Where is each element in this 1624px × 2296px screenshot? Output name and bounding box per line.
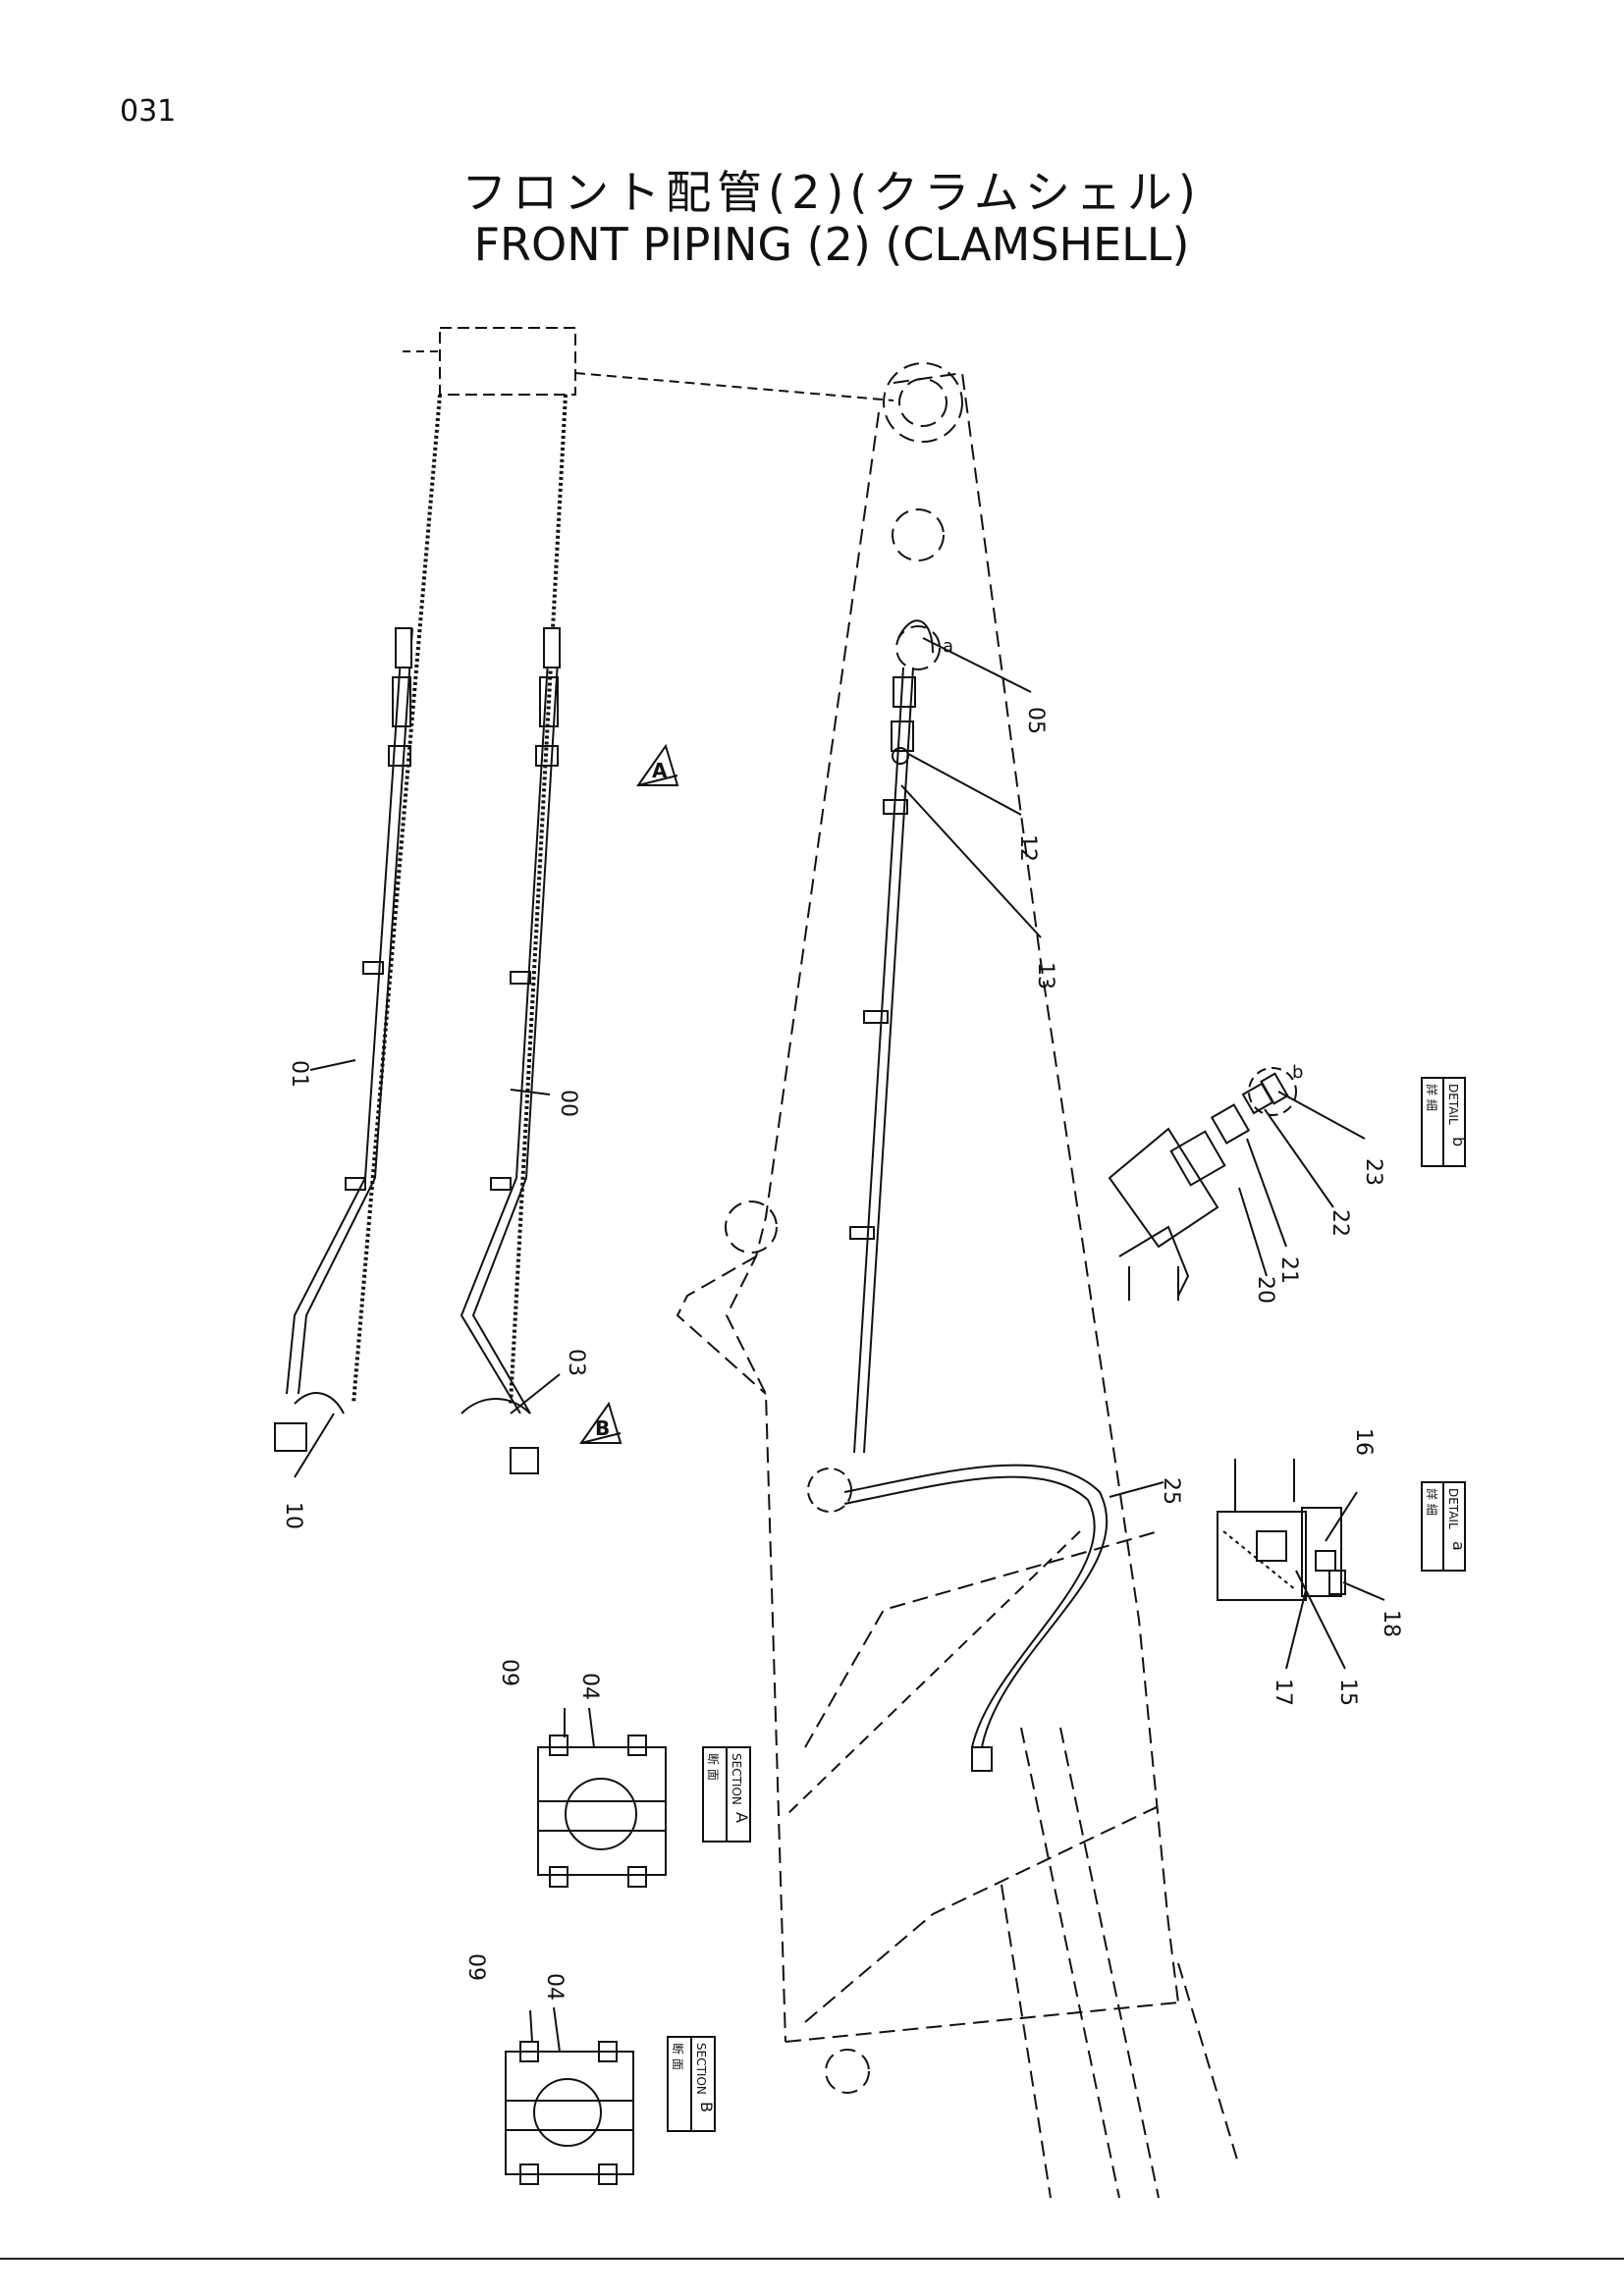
view-marker-b-letter: B <box>595 1416 610 1440</box>
part-label-10: 10 <box>281 1502 305 1529</box>
part-label-00: 00 <box>556 1090 580 1117</box>
part-label-18: 18 <box>1379 1610 1403 1637</box>
part-label-25: 25 <box>1159 1477 1183 1505</box>
part-label-04-b: 04 <box>542 1973 567 2001</box>
section-a-jp: 断 面 <box>706 1753 721 1781</box>
part-label-13: 13 <box>1033 962 1057 989</box>
part-label-22: 22 <box>1327 1209 1352 1237</box>
part-label-09-b: 09 <box>463 1953 488 1981</box>
part-label-04-a: 04 <box>577 1673 602 1700</box>
detail-a-jp: 詳 細 <box>1425 1488 1439 1516</box>
part-label-03: 03 <box>564 1349 588 1376</box>
bottom-rule <box>0 2258 1624 2260</box>
part-label-12: 12 <box>1015 834 1040 862</box>
detail-b-drawing <box>1108 1067 1366 1301</box>
section-a-letter: A <box>732 1812 751 1823</box>
detail-a-letter: a <box>1449 1541 1468 1551</box>
section-a-en: SECTION <box>730 1753 743 1805</box>
part-label-21: 21 <box>1276 1256 1301 1284</box>
detail-marker-b-lower: b <box>1292 1062 1303 1083</box>
detail-b-letter: b <box>1449 1137 1468 1147</box>
part-label-15: 15 <box>1335 1679 1360 1706</box>
section-a-clamp <box>537 1707 667 1888</box>
part-label-17: 17 <box>1271 1679 1295 1706</box>
detail-marker-a-lower: a <box>943 636 953 657</box>
part-label-23: 23 <box>1361 1158 1385 1186</box>
page-number: 031 <box>120 94 177 129</box>
detail-b-en: DETAIL <box>1446 1084 1460 1125</box>
detail-b-jp: 詳 細 <box>1425 1084 1439 1111</box>
part-label-16: 16 <box>1351 1428 1376 1456</box>
part-label-01: 01 <box>287 1060 311 1088</box>
part-label-09-a: 09 <box>497 1659 521 1686</box>
part-label-05: 05 <box>1023 707 1048 734</box>
section-b-en: SECTION <box>694 2043 708 2095</box>
section-b-clamp <box>505 2006 634 2185</box>
view-marker-a-letter: A <box>652 759 668 782</box>
section-b-jp: 断 面 <box>671 2043 685 2070</box>
detail-a-drawing <box>1217 1459 1385 1670</box>
pipe-assembly-left <box>274 327 894 1478</box>
boom-outline <box>676 362 1238 2199</box>
part-label-20: 20 <box>1253 1276 1277 1304</box>
view-marker-a <box>636 743 679 786</box>
detail-a-en: DETAIL <box>1446 1488 1460 1529</box>
title-japanese: フロント配管(2)(クラムシェル) <box>461 166 1202 219</box>
title-english: FRONT PIPING (2) (CLAMSHELL) <box>473 218 1190 271</box>
boom-piping <box>785 619 1164 1817</box>
section-b-letter: B <box>697 2102 716 2112</box>
view-marker-b <box>579 1401 623 1444</box>
